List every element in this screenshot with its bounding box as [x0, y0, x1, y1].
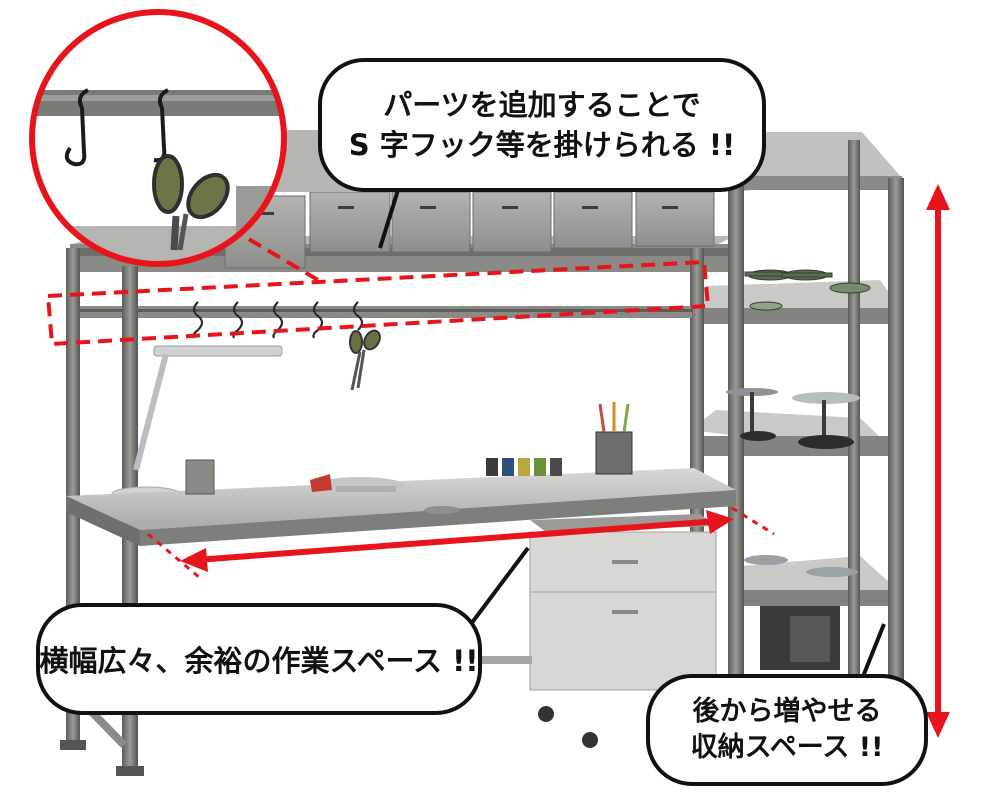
- callout-parts-line2: S 字フック等を掛けられる !!: [348, 128, 736, 162]
- callout-workspace-text: 横幅広々、余裕の作業スペース !!: [39, 644, 479, 678]
- pencil-cup-icon: [185, 402, 633, 495]
- callout-parts-line1: パーツを追加することで: [383, 88, 701, 122]
- drawer-cabinet: [482, 514, 717, 748]
- callout-workspace: 横幅広々、余裕の作業スペース !!: [36, 603, 482, 715]
- hook-rail: [66, 306, 692, 318]
- callout-storage-line2: 収納スペース !!: [690, 732, 884, 763]
- hook-rail-highlight: [45, 226, 711, 347]
- airplane-model-icon: [726, 388, 860, 449]
- callout-storage: 後から増やせる 収納スペース !!: [646, 674, 928, 786]
- width-arrow: [147, 506, 775, 580]
- scissors-icon: [349, 329, 381, 391]
- airplane-model-icon: [744, 269, 871, 311]
- paint-jar-icon: [486, 458, 562, 476]
- airplane-model-icon: [310, 474, 460, 514]
- desk-surface: [66, 468, 736, 546]
- airplane-model-icon: [744, 555, 858, 577]
- scissors-icon: [152, 154, 230, 251]
- height-arrow: [926, 184, 950, 738]
- callout-storage-line1: 後から増やせる: [692, 696, 882, 727]
- callout-parts-hooks: パーツを追加することで S 字フック等を掛けられる !!: [318, 58, 766, 192]
